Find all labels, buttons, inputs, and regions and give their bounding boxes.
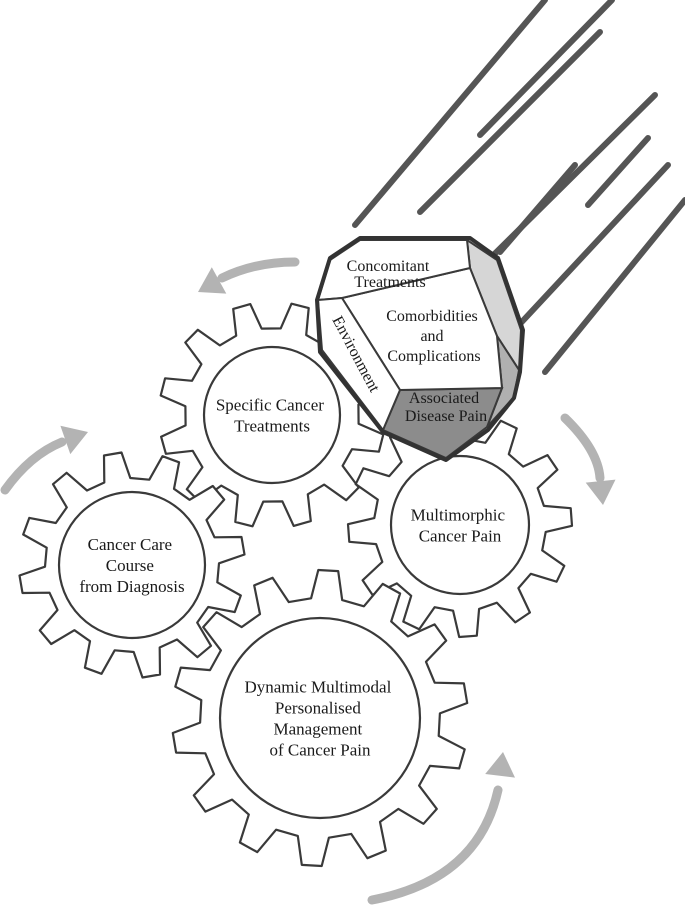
speed-line [542,197,685,375]
gear-label-dynamic-management: Dynamic Multimodal Personalised Manageme… [244,678,395,760]
rotation-arrow-head [198,267,227,294]
gear-inner-ring [218,616,422,820]
gear-dynamic-management: Dynamic Multimodal Personalised Manageme… [171,568,469,868]
speed-line [585,135,651,208]
gem-outline [315,236,525,462]
rotation-arrow-head [60,425,88,455]
label-line: and [420,328,443,345]
rotation-arrows [0,257,616,905]
label-line: Treatments [234,417,310,436]
rotation-arrow-shaft [0,437,67,495]
gear-label-cancer-care-course: Cancer Care Course from Diagnosis [79,535,184,596]
label-line: of Cancer Pain [269,741,371,760]
rotation-arrow-shaft [367,785,503,905]
speed-lines [352,0,685,388]
gear-multimorphic-cancer-pain: Multimorphic Cancer Pain [346,411,574,639]
speed-line [417,29,603,215]
gem-label-comorbidities: Comorbidities and Complications [386,308,482,365]
gear-cancer-care-course: Cancer Care Course from Diagnosis [18,451,246,679]
gear-inner-ring [389,454,531,596]
label-line: Dynamic Multimodal [244,678,391,697]
rotation-arrow-shaft [560,413,605,483]
label-line: Course [106,556,154,575]
gem-label-concomitant-treatments: Concomitant Treatments [347,258,434,291]
rotation-arrow-head [585,479,616,505]
gear-label-specific-cancer-treatments: Specific Cancer Treatments [216,396,328,436]
rotation-arrow-shaft [217,257,300,283]
gear-inner-ring [202,345,342,485]
rotation-arrow-head [485,752,515,778]
label-line: Cancer Care [88,535,172,554]
label-line: Comorbidities [386,308,478,325]
label-line: Multimorphic [411,506,506,525]
label-line: Personalised [275,699,361,718]
speed-line [502,162,671,343]
gem-label-associated-disease-pain: Associated Disease Pain [405,390,487,425]
label-line: Specific Cancer [216,396,324,415]
gear-inner-ring [57,490,207,640]
speed-line [352,0,548,228]
speed-line [497,162,578,255]
label-line: Concomitant [347,258,430,275]
factor-gem: Concomitant Treatments Comorbidities and… [315,236,525,462]
label-line: from Diagnosis [79,577,184,596]
speed-line [477,0,615,138]
label-line: Treatments [354,274,425,291]
label-line: Disease Pain [405,408,487,425]
label-line: Complications [387,348,480,365]
gear-label-multimorphic-cancer-pain: Multimorphic Cancer Pain [411,506,510,546]
label-line: Management [274,720,363,739]
label-line: Cancer Pain [419,527,502,546]
label-line: Associated [409,390,479,407]
